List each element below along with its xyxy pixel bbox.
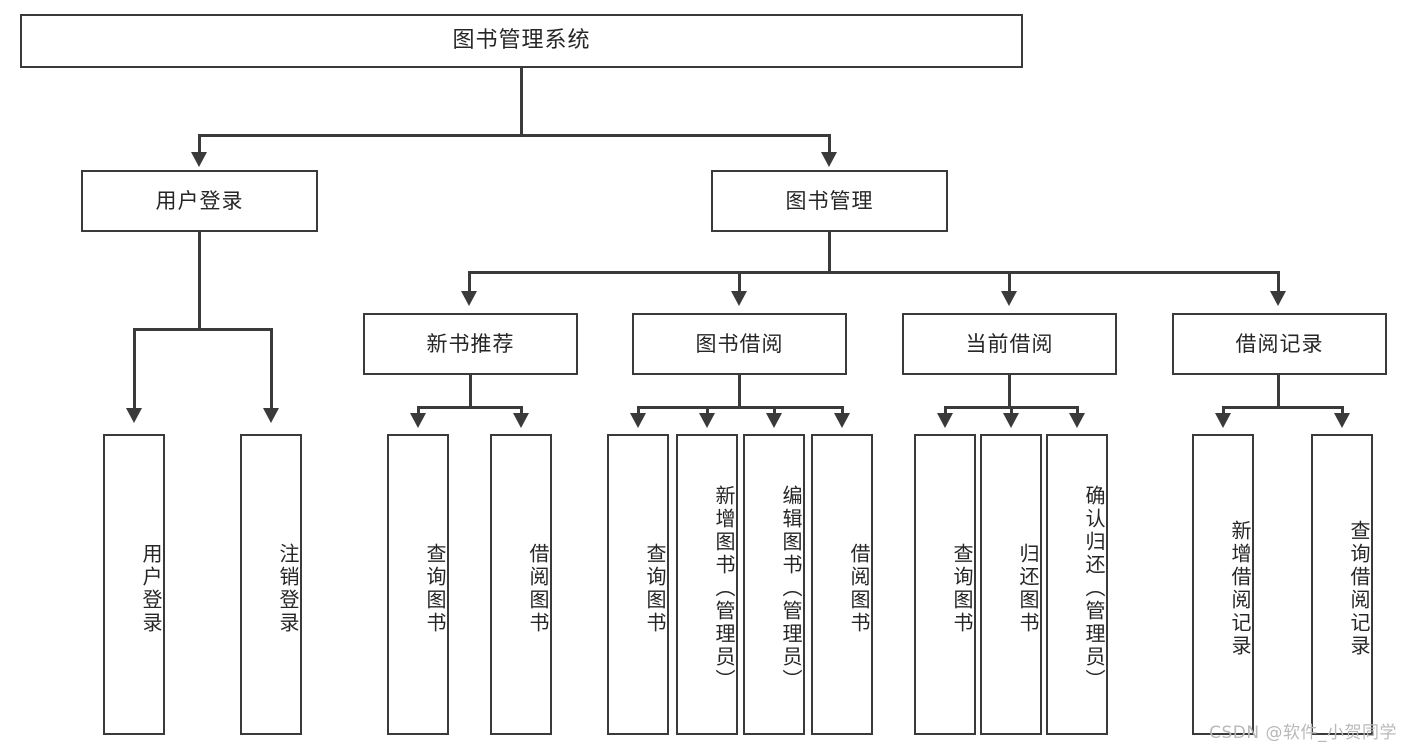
- leaf-br-add-record[interactable]: 新增借阅记录: [1192, 434, 1254, 735]
- leaf-logout-label: 注销登录: [276, 542, 300, 635]
- leaf-logout[interactable]: 注销登录: [240, 434, 302, 735]
- connector-bb-drop-3: [773, 406, 776, 416]
- node-book-manage[interactable]: 图书管理: [711, 170, 948, 232]
- node-current-borrow[interactable]: 当前借阅: [902, 313, 1117, 375]
- leaf-br-add-record-label: 新增借阅记录: [1228, 519, 1252, 658]
- connector-br-bus: [1222, 406, 1344, 409]
- arrowhead-leaf-logout: [263, 408, 279, 423]
- connector-nbr-drop-2: [520, 406, 523, 416]
- connector-br-drop-2: [1341, 406, 1344, 416]
- leaf-br-query-record-label: 查询借阅记录: [1347, 519, 1371, 658]
- arrowhead-cb-leaf-3: [1069, 413, 1085, 428]
- node-user-login[interactable]: 用户登录: [81, 170, 318, 232]
- connector-user-login-drop-2: [270, 328, 273, 412]
- connector-user-login-bus: [133, 328, 273, 331]
- leaf-user-login[interactable]: 用户登录: [103, 434, 165, 735]
- leaf-cb-query-book[interactable]: 查询图书: [914, 434, 976, 735]
- arrowhead-nbr-leaf-1: [410, 413, 426, 428]
- connector-cb-drop-2: [1010, 406, 1013, 416]
- connector-book-manage-bus: [468, 271, 1280, 274]
- leaf-cb-confirm-return-label: 确认归还（管理员）: [1082, 485, 1106, 692]
- leaf-nbr-query-book-label: 查询图书: [423, 542, 447, 635]
- arrowhead-bb-leaf-1: [630, 413, 646, 428]
- connector-bb-drop-4: [841, 406, 844, 416]
- connector-root-stem: [520, 68, 523, 134]
- arrowhead-book-borrow: [731, 291, 747, 306]
- connector-user-login-stem: [198, 232, 201, 328]
- connector-br-stem: [1277, 375, 1280, 406]
- arrowhead-user-login: [191, 152, 207, 167]
- arrowhead-leaf-user-login: [126, 408, 142, 423]
- leaf-bb-borrow-book-label: 借阅图书: [847, 542, 871, 635]
- leaf-bb-query-book-label: 查询图书: [643, 542, 667, 635]
- connector-root-to-user-login: [198, 134, 201, 156]
- connector-cb-drop-3: [1076, 406, 1079, 416]
- connector-bm-drop-4: [1277, 271, 1280, 295]
- leaf-user-login-label: 用户登录: [139, 542, 163, 635]
- connector-nbr-bus: [417, 406, 523, 409]
- leaf-cb-return-book[interactable]: 归还图书: [980, 434, 1042, 735]
- connector-root-to-book-manage: [828, 134, 831, 156]
- leaf-br-query-record[interactable]: 查询借阅记录: [1311, 434, 1373, 735]
- leaf-nbr-query-book[interactable]: 查询图书: [387, 434, 449, 735]
- leaf-cb-query-book-label: 查询图书: [950, 542, 974, 635]
- leaf-bb-edit-book-label: 编辑图书（管理员）: [779, 485, 803, 692]
- leaf-cb-confirm-return[interactable]: 确认归还（管理员）: [1046, 434, 1108, 735]
- connector-bm-drop-2: [738, 271, 741, 295]
- arrowhead-br-leaf-2: [1334, 413, 1350, 428]
- arrowhead-current-borrow: [1001, 291, 1017, 306]
- leaf-nbr-borrow-book-label: 借阅图书: [526, 542, 550, 635]
- arrowhead-borrow-record: [1270, 291, 1286, 306]
- arrowhead-book-manage: [821, 152, 837, 167]
- connector-cb-stem: [1008, 375, 1011, 406]
- leaf-bb-query-book[interactable]: 查询图书: [607, 434, 669, 735]
- arrowhead-cb-leaf-2: [1003, 413, 1019, 428]
- connector-bb-drop-1: [637, 406, 640, 416]
- connector-user-login-drop-1: [133, 328, 136, 412]
- arrowhead-br-leaf-1: [1215, 413, 1231, 428]
- arrowhead-nbr-leaf-2: [513, 413, 529, 428]
- node-root-system[interactable]: 图书管理系统: [20, 14, 1023, 68]
- arrowhead-bb-leaf-2: [699, 413, 715, 428]
- leaf-bb-add-book-label: 新增图书（管理员）: [712, 485, 736, 692]
- leaf-cb-return-book-label: 归还图书: [1016, 542, 1040, 635]
- connector-nbr-drop-1: [417, 406, 420, 416]
- arrowhead-bb-leaf-4: [834, 413, 850, 428]
- connector-bb-drop-2: [706, 406, 709, 416]
- node-book-borrow[interactable]: 图书借阅: [632, 313, 847, 375]
- connector-bb-bus: [637, 406, 844, 409]
- connector-nbr-stem: [469, 375, 472, 406]
- leaf-bb-edit-book[interactable]: 编辑图书（管理员）: [743, 434, 805, 735]
- connector-br-drop-1: [1222, 406, 1225, 416]
- arrowhead-cb-leaf-1: [937, 413, 953, 428]
- node-borrow-record[interactable]: 借阅记录: [1172, 313, 1387, 375]
- connector-bm-drop-3: [1008, 271, 1011, 295]
- leaf-bb-borrow-book[interactable]: 借阅图书: [811, 434, 873, 735]
- node-new-book-recommend[interactable]: 新书推荐: [363, 313, 578, 375]
- leaf-bb-add-book[interactable]: 新增图书（管理员）: [676, 434, 738, 735]
- connector-root-bus: [198, 134, 831, 137]
- arrowhead-bb-leaf-3: [766, 413, 782, 428]
- connector-book-manage-stem: [828, 232, 831, 271]
- connector-cb-drop-1: [944, 406, 947, 416]
- connector-bb-stem: [738, 375, 741, 406]
- leaf-nbr-borrow-book[interactable]: 借阅图书: [490, 434, 552, 735]
- connector-bm-drop-1: [468, 271, 471, 295]
- arrowhead-new-book-recommend: [461, 291, 477, 306]
